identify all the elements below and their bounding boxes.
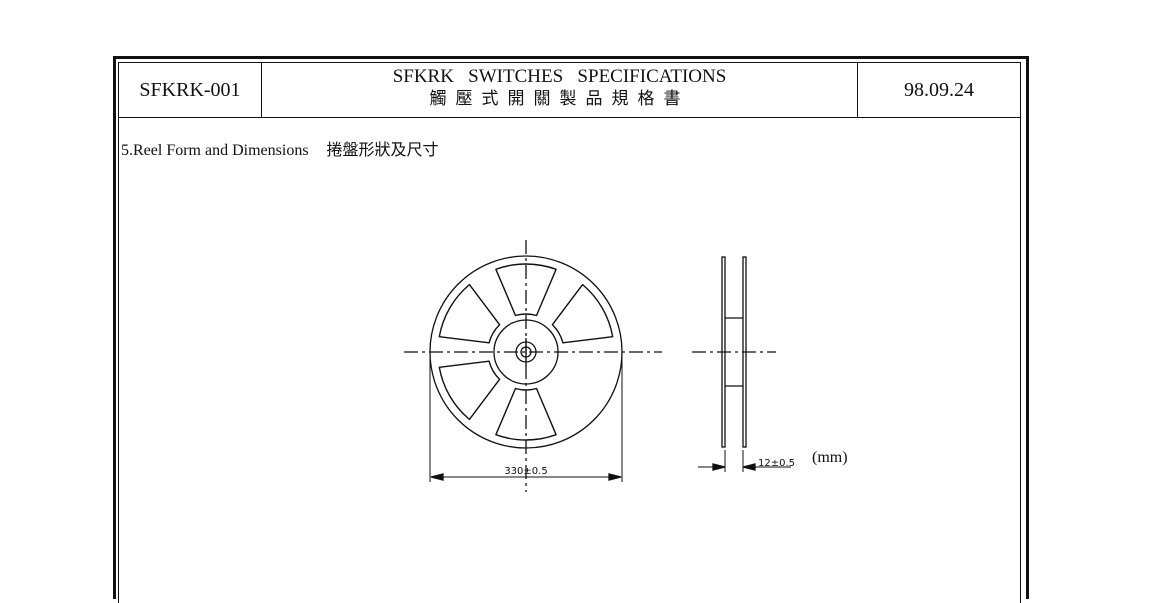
doc-title: SFKRK SWITCHES SPECIFICATIONS 觸壓式開關製品規格書 [262,63,858,117]
doc-date: 98.09.24 [904,78,974,101]
header-row: SFKRK-001 SFKRK SWITCHES SPECIFICATIONS … [119,63,1020,118]
title-en: SFKRK SWITCHES SPECIFICATIONS [392,66,727,87]
spec-sheet: SFKRK-001 SFKRK SWITCHES SPECIFICATIONS … [118,62,1021,603]
reel-window [495,263,557,317]
section-heading: 5.Reel Form and Dimensions 捲盤形狀及尺寸 [121,136,439,160]
diameter-label: 330±0.5 [504,466,547,477]
reel-window [495,387,557,441]
page-frame [113,56,1029,599]
reel-drawing: 330±0.5 12±0.5 [404,240,795,492]
section-title: 5.Reel Form and Dimensions [121,142,309,159]
unit-label: (mm) [812,449,848,466]
doc-code: SFKRK-001 [119,63,262,117]
reel-side-view [692,256,791,472]
reel-window [551,283,614,344]
width-label: 12±0.5 [758,458,795,469]
title-zh: 觸壓式開關製品規格書 [429,89,690,108]
section-title-zh: 捲盤形狀及尺寸 [326,142,439,159]
reel-window [438,283,501,344]
reel-window [438,360,501,421]
reel-front-view [404,240,662,492]
